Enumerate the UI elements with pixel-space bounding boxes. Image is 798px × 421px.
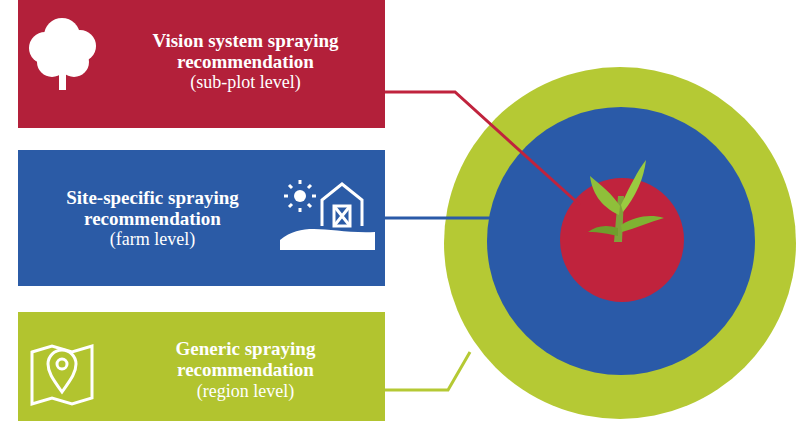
leader-line — [385, 352, 470, 390]
leader-line — [385, 92, 580, 205]
level-note: (sub-plot level) — [190, 72, 300, 92]
level-note: (region level) — [197, 381, 294, 401]
tree-icon — [29, 18, 96, 90]
box-heading: Site-specific spraying recommendation — [30, 187, 275, 230]
plant-sprout — [588, 160, 664, 242]
barn-sun-icon — [280, 180, 375, 250]
leader-line — [385, 217, 490, 220]
map-pin-icon — [32, 346, 92, 404]
level-note: (farm level) — [110, 229, 195, 249]
recommendation-box: Site-specific spraying recommendation(fa… — [18, 150, 385, 286]
sub-plot-disc — [560, 178, 684, 302]
box-heading: Vision system spraying recommendation — [118, 30, 373, 73]
farm-ring — [487, 107, 755, 375]
box-heading: Generic spraying recommendation — [118, 338, 373, 381]
region-ring — [444, 67, 796, 419]
